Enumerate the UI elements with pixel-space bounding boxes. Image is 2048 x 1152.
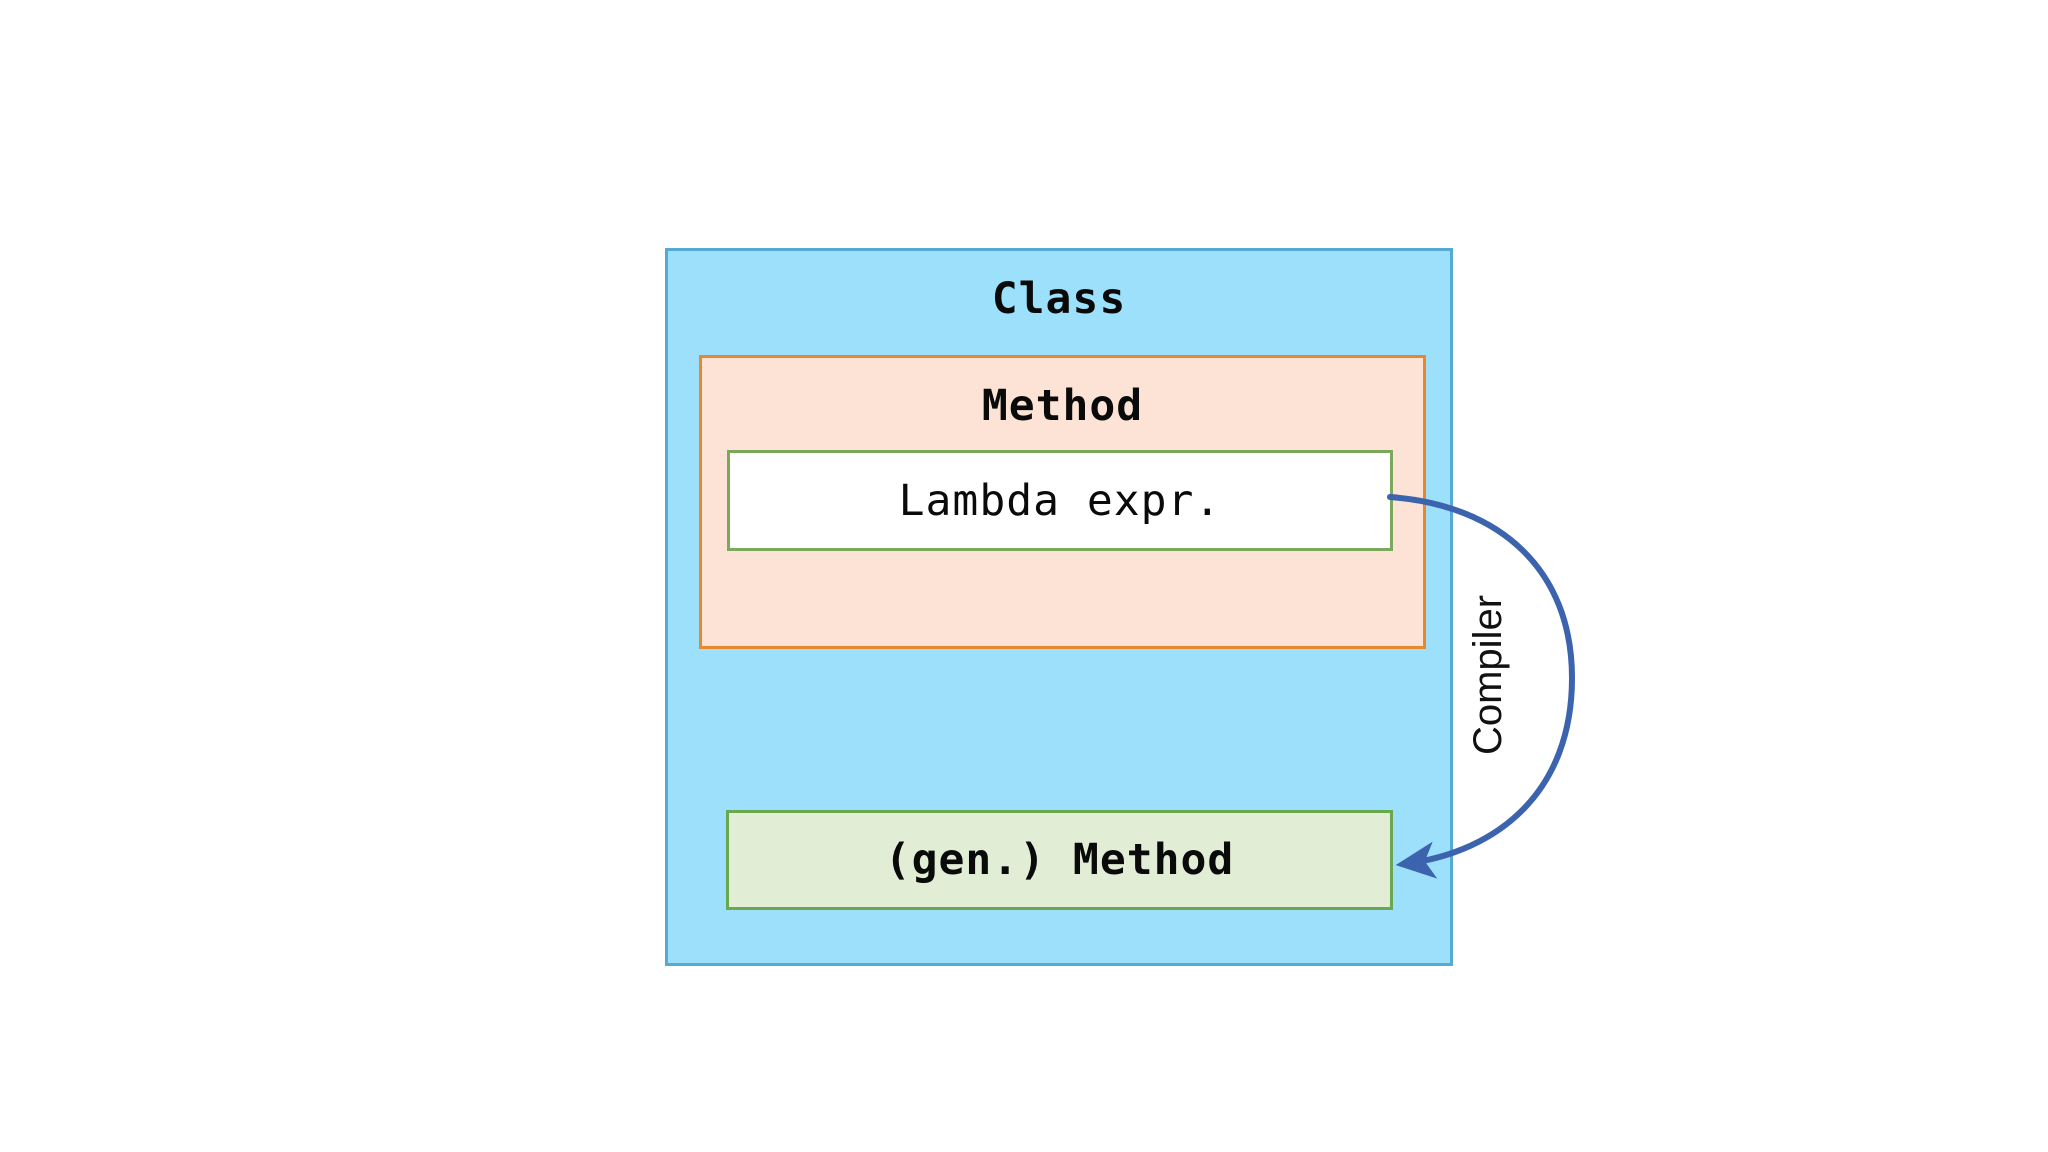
generated-method-box[interactable]: (gen.) Method <box>726 810 1393 910</box>
lambda-expression-box[interactable]: Lambda expr. <box>727 450 1393 551</box>
class-box-label: Class <box>991 274 1127 324</box>
lambda-expression-label: Lambda expr. <box>898 475 1222 526</box>
compiler-arrow-label: Compiler <box>1466 594 1510 756</box>
generated-method-label: (gen.) Method <box>884 835 1235 885</box>
method-box-label: Method <box>981 381 1144 431</box>
